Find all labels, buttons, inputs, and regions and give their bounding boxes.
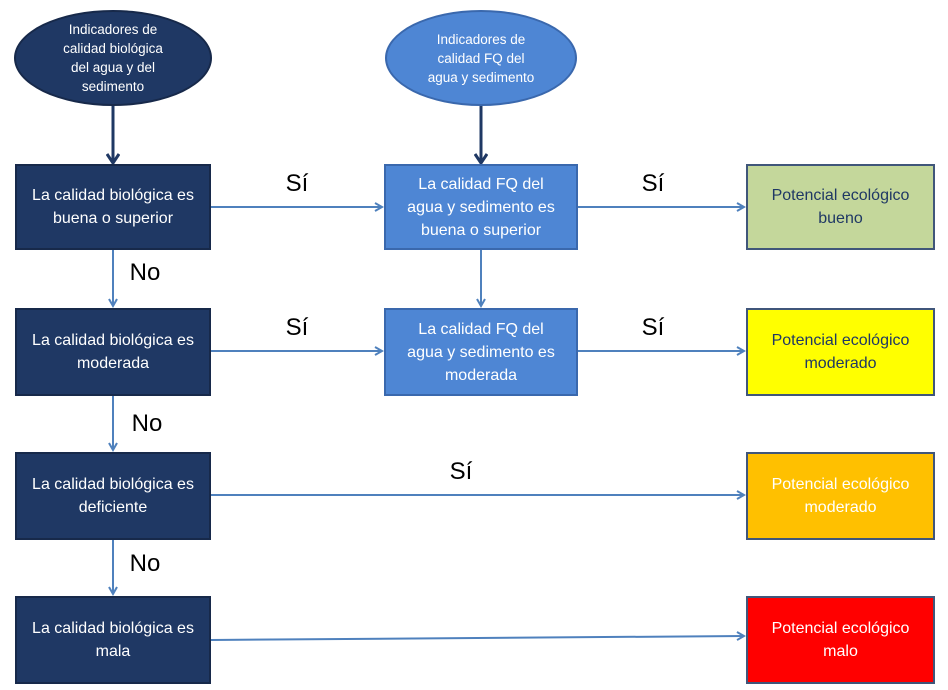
bio-step-moderate: La calidad biológica es moderada (15, 308, 211, 396)
label-yes-fq-good: Sí (641, 170, 665, 197)
bio-step-good: La calidad biológica es buena o superior (15, 164, 211, 250)
outcome-moderate: Potencial ecológico moderado (746, 308, 935, 396)
label-yes-bio-good: Sí (285, 170, 309, 197)
bio-step-bad: La calidad biológica es mala (15, 596, 211, 684)
label-no-2: No (131, 410, 163, 437)
label-yes-bio-deficient: Sí (449, 458, 473, 485)
outcome-good: Potencial ecológico bueno (746, 164, 935, 250)
label-yes-fq-moderate: Sí (641, 314, 665, 341)
fq-step-good: La calidad FQ del agua y sedimento es bu… (384, 164, 578, 250)
outcome-moderate-deficient: Potencial ecológico moderado (746, 452, 935, 540)
outcome-bad: Potencial ecológico malo (746, 596, 935, 684)
label-yes-bio-moderate: Sí (285, 314, 309, 341)
input-fq-indicators: Indicadores de calidad FQ del agua y sed… (385, 10, 577, 106)
label-no-3: No (129, 550, 161, 577)
fq-step-moderate: La calidad FQ del agua y sedimento es mo… (384, 308, 578, 396)
input-bio-indicators: Indicadores de calidad biológica del agu… (14, 10, 212, 106)
arrow-bio-bad-to-outcome-bad (210, 636, 744, 641)
label-no-1: No (129, 259, 161, 286)
bio-step-deficient: La calidad biológica es deficiente (15, 452, 211, 540)
